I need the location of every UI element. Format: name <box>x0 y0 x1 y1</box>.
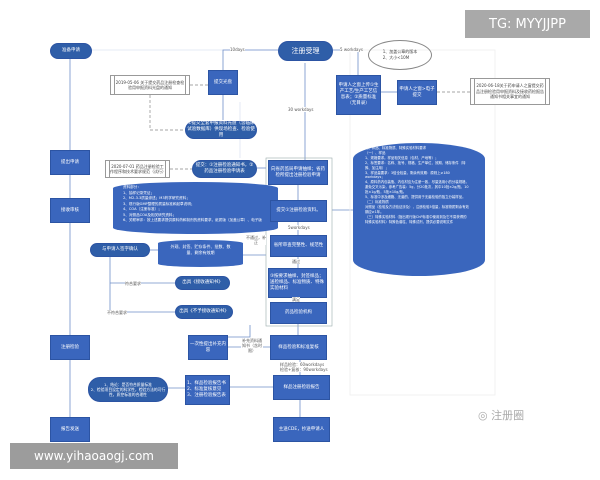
node-upload: 申请人之窗上传①生产工艺/生产工艺信息表；②质量标准（无目录） <box>336 75 381 115</box>
node-accept: 注册受理 <box>278 41 333 61</box>
label-not-meets: 不符合要求 <box>107 310 127 315</box>
node-report-list: 1、样品检验报告书 2、标准复核意见 3、注册检验报告表 <box>185 375 230 405</box>
node-submit-notice: 提交：①注册检验通知书，②药品注册检验申请表 <box>192 160 257 178</box>
label-meets: 符合要求 <box>125 281 141 286</box>
node-sampling: ③按要求抽样，封签样品；送检样品、标准物质、特殊实验材料 <box>268 268 327 298</box>
logo-text: 注册圈 <box>491 409 525 422</box>
step-apply: 提出申请 <box>50 150 90 175</box>
label-timing: 样品检验：60workdays 检验+复核：90workdays <box>280 362 328 372</box>
callout-bubble: 1、加盖公章的版本 2、大小<10M <box>368 40 432 70</box>
node-reject-notice: 出具《不予接收通知书》 <box>175 305 233 319</box>
node-lab: 药品检验机构 <box>270 302 327 324</box>
node-sign-confirm: 与申请人签字确认 <box>90 243 150 257</box>
label-30workdays: 30 workdays <box>288 107 314 112</box>
label-5workdays: 5 workdays <box>340 47 363 52</box>
wechat-icon: ◎ <box>478 409 492 422</box>
step-report: 报告发送 <box>50 417 90 442</box>
watermark-bottom: www.yihaoaogj.com <box>10 443 178 469</box>
node-disc-usage: ①提交全套申报资料光盘（含临床试验数据库）供现场检查、检验使用 <box>185 121 257 139</box>
node-test-review: 样品检验和标准复核 <box>270 335 327 360</box>
node-apply-sampling: 向省药监局申请抽样；省药检所提出注册检验申请 <box>268 160 328 185</box>
label-5workdays-b: 5workdays <box>288 225 310 230</box>
node-submit-disc: 提交光盘 <box>208 70 238 95</box>
label-not-pass: 不通过，补正 <box>246 235 266 245</box>
node-conclusion: 1、结论：是否符合质量标准 2、检验项目设定的科学性，检验方法的可行性，质控标准… <box>88 377 168 402</box>
node-send: 主送CDE，抄送申请人 <box>273 417 330 442</box>
watermark-top: TG: MYYJJPP <box>465 10 590 38</box>
note-procedure: 2020-07-01 药品注册检验工作程序和技术要求规范（试行） <box>105 160 170 178</box>
label-pass: 通过 <box>292 259 300 264</box>
note-disc: 2019-05-06 关于提交药品注册检查检验用申报资料光盘的通知 <box>110 75 190 95</box>
node-appearance: 外观、封签、贮存条件、批数、数量、剩余有效期 <box>158 240 243 267</box>
node-supplement: 一次性提出补充内容 <box>188 335 228 360</box>
node-submit-materials: 提交①注册检验资料。 <box>270 200 327 222</box>
label-satisfy: 满足 <box>292 297 300 302</box>
node-materials: 资料部分： 1、抽样记录凭证； 2、M2-3.3质量综述；M3药学研究资料； 3… <box>113 182 278 234</box>
label-supp-notice: 补充资料通知书（含时限） <box>241 338 263 353</box>
note-e-submit: 2020-06-18关于药申请人之窗提交药品注册检验用申报资料及接收药检报告通知… <box>470 78 550 105</box>
label-10days: 10days <box>230 47 245 52</box>
logo: ◎ 注册圈 <box>478 407 524 423</box>
node-requirements: 二、样品、标准物质、特殊实验材料要求 （一）、样品 1、规格要求。样品相关信息（… <box>353 143 485 276</box>
step-receive: 接收审核 <box>50 198 90 223</box>
node-report: 样品注册检验报告 <box>273 375 330 400</box>
node-e-submit: 申请人之窗>电子提交 <box>397 80 437 105</box>
step-test: 注册检验 <box>50 335 90 360</box>
node-review: 省所审查完整性、规范性 <box>270 235 327 257</box>
node-receive-notice: 出具《接收通知书》 <box>175 276 230 290</box>
step-prepare: 准备申请 <box>50 43 92 59</box>
